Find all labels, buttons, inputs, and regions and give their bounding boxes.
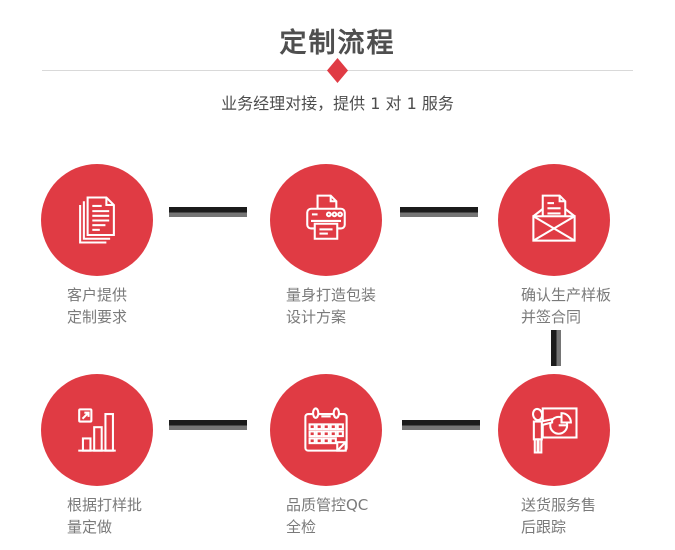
step-label-4: 根据打样批 量定做 xyxy=(67,494,142,538)
step-label-6: 送货服务售 后跟踪 xyxy=(521,494,596,538)
subtitle: 业务经理对接，提供 1 对 1 服务 xyxy=(221,94,454,113)
step-label-line: 全检 xyxy=(286,518,317,536)
step-label-2: 量身打造包装 设计方案 xyxy=(286,284,376,328)
connector-step2-step3 xyxy=(400,207,478,217)
step-circle-1 xyxy=(41,164,153,276)
presentation-icon xyxy=(532,407,578,454)
step-label-5: 品质管控QC 全检 xyxy=(286,494,368,538)
diamond-icon xyxy=(327,58,348,83)
step-label-line: 定制要求 xyxy=(67,308,128,326)
printer-icon xyxy=(306,194,346,240)
bar-chart-icon xyxy=(78,408,116,452)
step-label-line: 根据打样批 xyxy=(67,496,143,514)
step-label-line: 送货服务售 xyxy=(521,496,597,514)
step-label-line: 量身打造包装 xyxy=(286,286,377,304)
connector-step5-step6 xyxy=(402,420,480,430)
step-label-line: 后跟踪 xyxy=(521,518,567,536)
envelope-icon xyxy=(532,194,576,242)
step-label-line: 并签合同 xyxy=(521,308,582,326)
step-circle-2 xyxy=(270,164,382,276)
step-label-line: 品质管控QC xyxy=(286,496,369,514)
step-circle-6 xyxy=(498,374,610,486)
step-label-line: 客户提供 xyxy=(67,286,128,304)
step-label-line: 量定做 xyxy=(67,518,113,536)
documents-icon xyxy=(79,196,115,244)
step-label-1: 客户提供 定制要求 xyxy=(67,284,127,328)
step-circle-3 xyxy=(498,164,610,276)
connector-step4-step5 xyxy=(169,420,247,430)
connector-step3-step6 xyxy=(551,330,561,366)
page-title: 定制流程 xyxy=(279,28,396,59)
step-label-3: 确认生产样板 并签合同 xyxy=(521,284,611,328)
step-circle-4 xyxy=(41,374,153,486)
connector-step1-step2 xyxy=(169,207,247,217)
calendar-icon xyxy=(304,407,348,452)
step-circle-5 xyxy=(270,374,382,486)
step-label-line: 设计方案 xyxy=(286,308,347,326)
step-label-line: 确认生产样板 xyxy=(521,286,612,304)
